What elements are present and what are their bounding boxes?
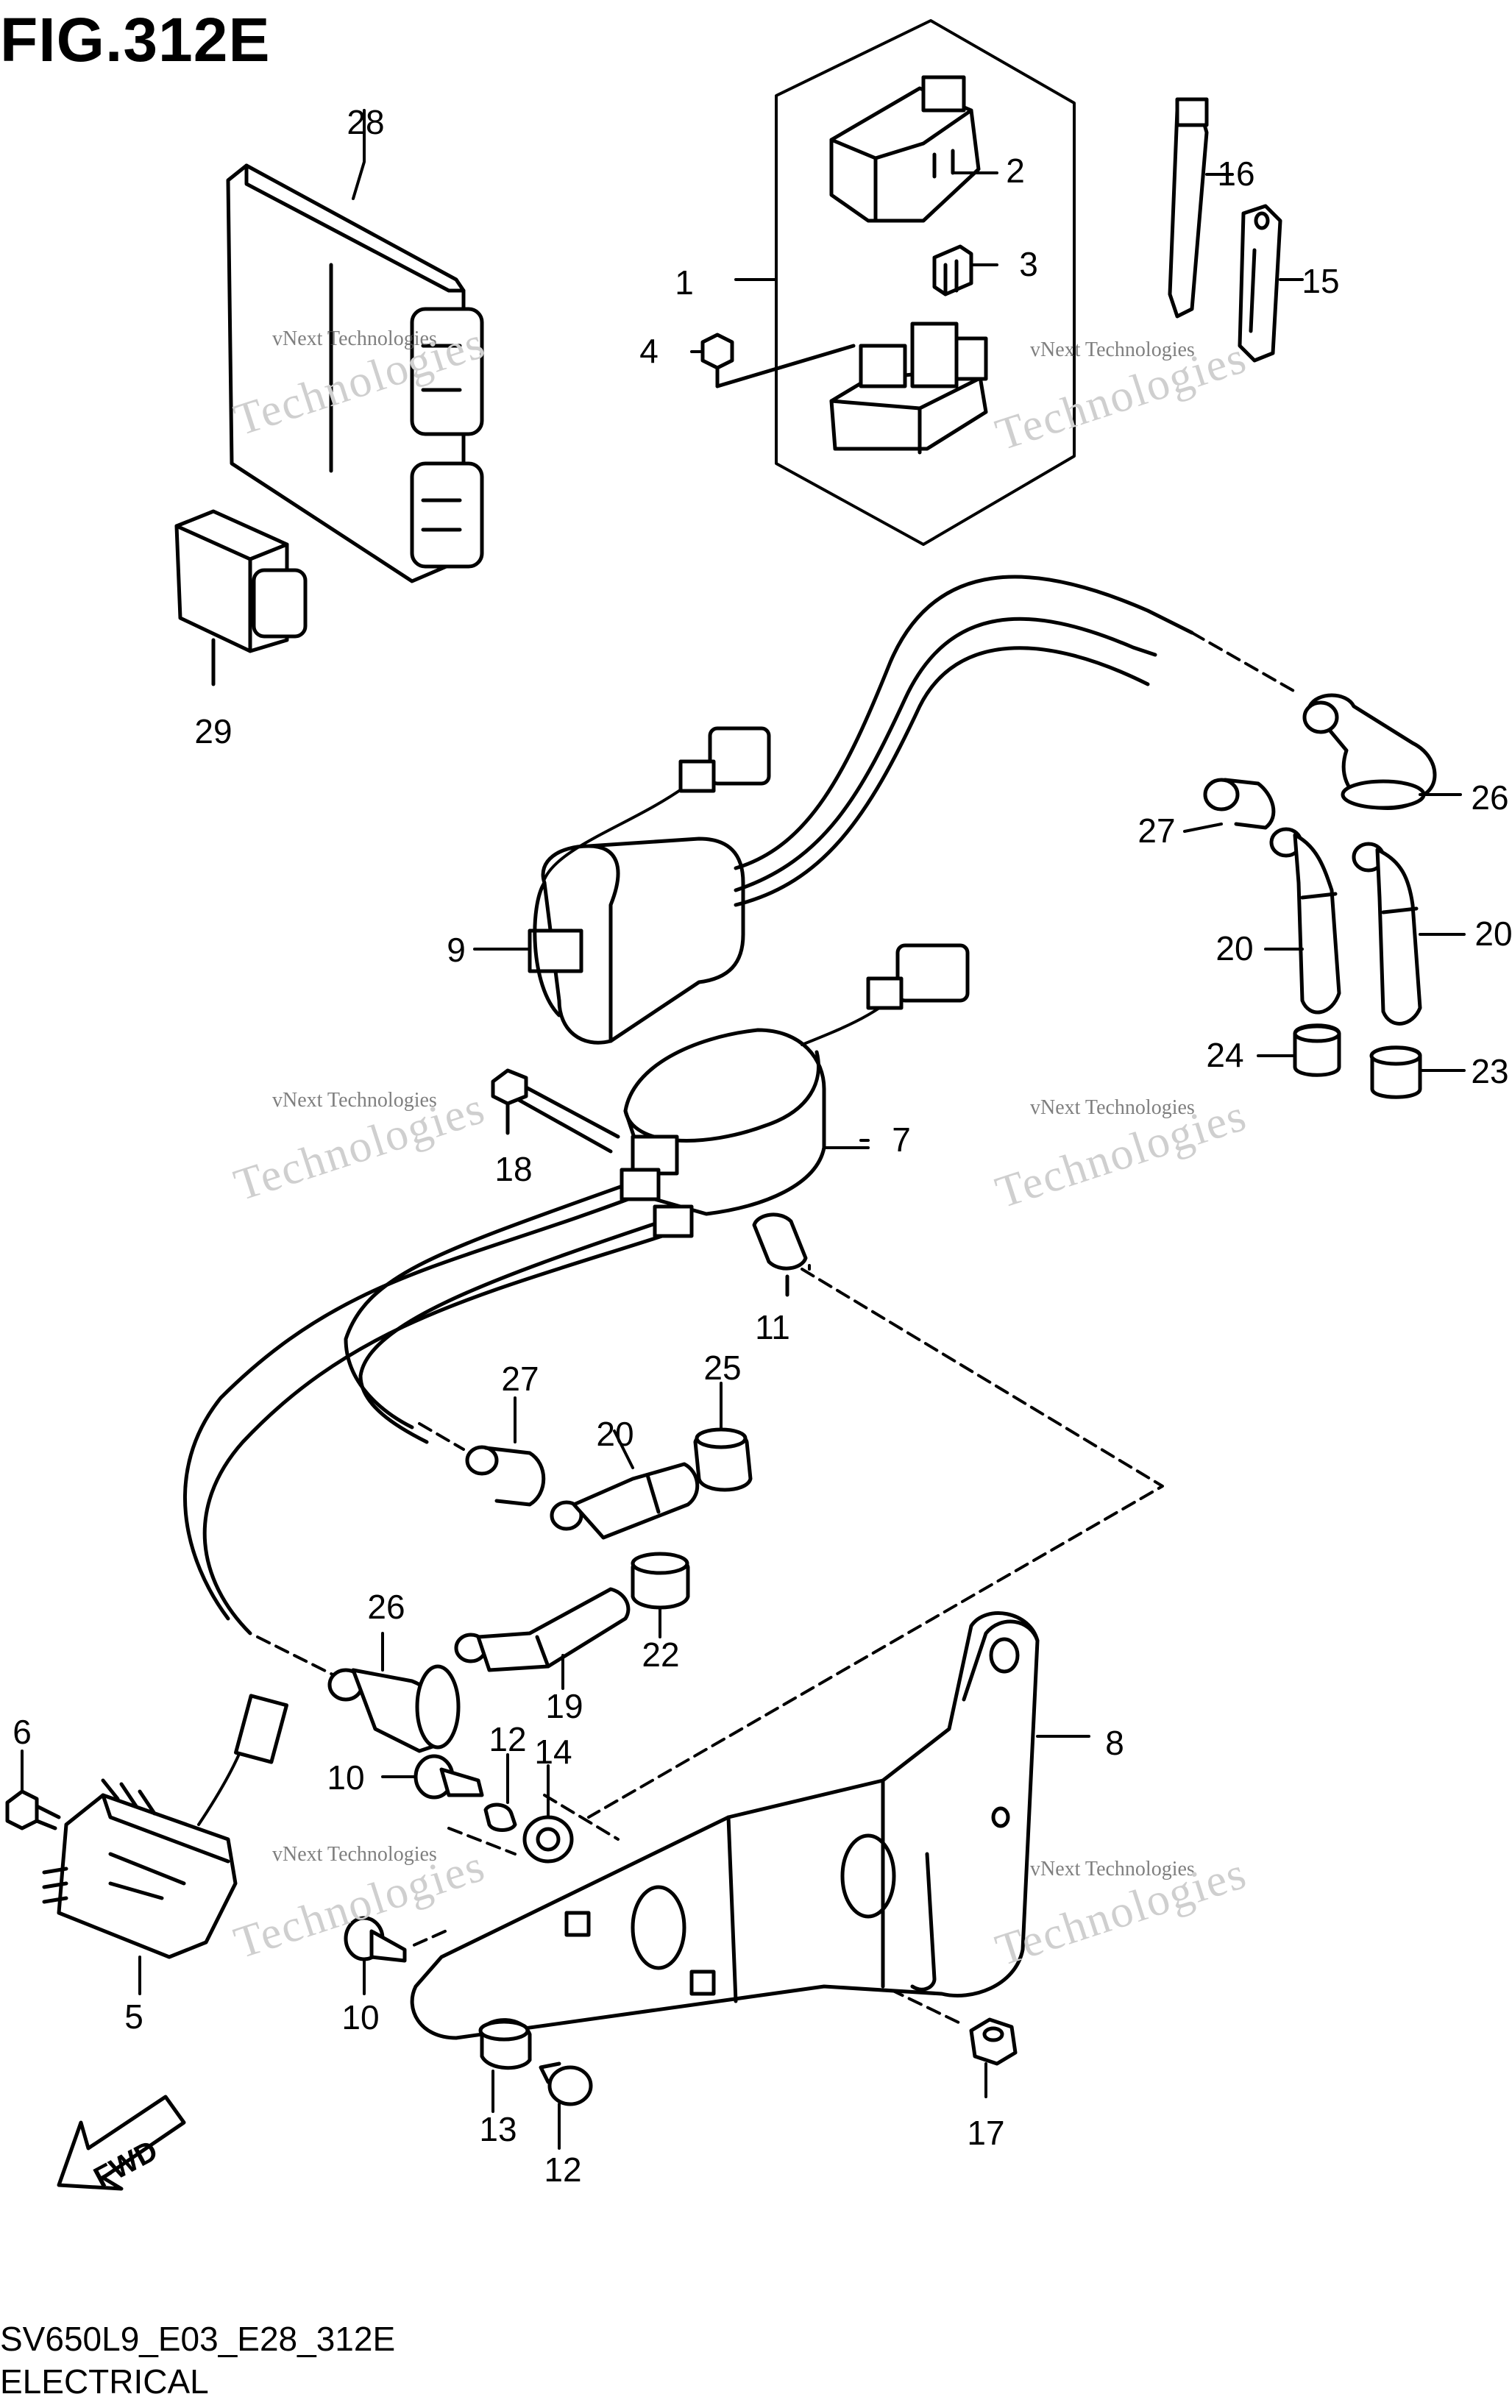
part-boot-20-left <box>454 1587 631 1690</box>
part-relay-cover <box>829 75 981 223</box>
part-cushion-23-right <box>1369 1045 1466 1099</box>
part-plug-cap-26-right <box>1302 693 1462 810</box>
callout-12: 12 <box>489 1720 526 1758</box>
dash-line-11-8 <box>587 1268 1164 1819</box>
callout-25: 25 <box>703 1349 741 1387</box>
callout-18: 18 <box>494 1150 532 1188</box>
part-grommet-14 <box>478 2018 532 2113</box>
callout-10-upper: 10 <box>327 1758 364 1797</box>
part-cushion-24 <box>1257 1023 1341 1077</box>
callout-26-right: 26 <box>1471 778 1508 817</box>
callout-27-right: 27 <box>1137 811 1175 850</box>
part-harness-clamp-17 <box>1168 97 1209 319</box>
part-plug-cap-26-left <box>327 1632 461 1753</box>
fwd-arrow-icon <box>57 2095 186 2191</box>
callout-13: 12 <box>544 2150 581 2189</box>
part-connector-29 <box>174 509 308 686</box>
part-bolt-6 <box>5 1750 61 1830</box>
relay-group-outline <box>775 19 1076 546</box>
part-boot-20-right <box>1352 842 1466 1026</box>
callout-10-lower: 10 <box>341 1998 379 2036</box>
callout-8: 8 <box>1105 1724 1124 1762</box>
dash-line-15-8 <box>543 1794 620 1841</box>
part-ignition-coil-9 <box>528 575 1194 1045</box>
part-regulator-5 <box>42 1694 289 1995</box>
dash-line-26b <box>1190 631 1296 693</box>
callout-7: 7 <box>892 1120 911 1159</box>
part-fuse <box>932 244 973 296</box>
part-boot-27-left <box>465 1396 546 1507</box>
part-grommet-15 <box>522 1764 574 1864</box>
part-bolt-18 <box>491 1068 620 1154</box>
figure-title: FIG.312E <box>0 5 271 74</box>
callout-27-left: 27 <box>501 1360 539 1398</box>
callout-24: 24 <box>1206 1036 1243 1074</box>
part-boot-22 <box>550 1429 700 1540</box>
callout-19: 17 <box>967 2114 1004 2152</box>
part-bolt-10-upper <box>381 1754 484 1800</box>
callout-14: 13 <box>479 2110 517 2148</box>
dash-line-26a <box>256 1635 340 1679</box>
part-boot-27-right <box>1183 778 1276 833</box>
dash-line-27a <box>418 1422 465 1451</box>
callout-15: 14 <box>534 1733 572 1771</box>
callout-21: 20 <box>1215 929 1253 967</box>
callout-3: 3 <box>1019 245 1038 283</box>
callout-6: 6 <box>13 1713 32 1751</box>
part-cushion-23-left <box>631 1552 690 1638</box>
callout-16: 15 <box>1302 262 1339 300</box>
dash-line-10b <box>411 1930 447 1947</box>
callout-5: 5 <box>124 1997 143 2036</box>
callout-11: 11 <box>755 1308 790 1346</box>
callout-1: 1 <box>675 263 694 302</box>
callout-23-right: 23 <box>1471 1052 1508 1090</box>
part-clamp-16 <box>1238 204 1282 363</box>
callout-28: 28 <box>347 103 384 141</box>
part-ecm <box>226 163 484 583</box>
callout-9: 9 <box>447 931 466 969</box>
part-bolt-10-lower <box>344 1916 407 1995</box>
callout-23-left: 22 <box>642 1635 679 1674</box>
dash-line-10-8 <box>447 1827 517 1855</box>
callout-26-left: 26 <box>367 1588 405 1626</box>
callout-17: 16 <box>1217 155 1254 193</box>
part-bracket-8 <box>410 1611 1090 2040</box>
callout-20-right: 20 <box>1474 914 1512 953</box>
part-cushion-25 <box>693 1382 753 1492</box>
callout-22: 20 <box>596 1415 633 1453</box>
callout-2: 2 <box>1006 152 1025 190</box>
part-bolt-4 <box>700 333 856 388</box>
figure-code: SV650L9_E03_E28_312E <box>0 2320 396 2358</box>
part-boot-21 <box>1264 827 1341 1015</box>
part-collar-13 <box>539 2061 593 2150</box>
part-nut-19 <box>969 2017 1018 2098</box>
section-name: ELECTRICAL <box>0 2362 209 2401</box>
part-collar-11 <box>752 1212 808 1297</box>
part-collar-12 <box>483 1753 517 1832</box>
callout-4: 4 <box>639 332 659 370</box>
callout-20-left: 19 <box>545 1687 583 1725</box>
part-ignition-coil-7 <box>182 943 970 1635</box>
callout-29: 29 <box>194 712 232 750</box>
part-relay-base <box>829 322 988 455</box>
